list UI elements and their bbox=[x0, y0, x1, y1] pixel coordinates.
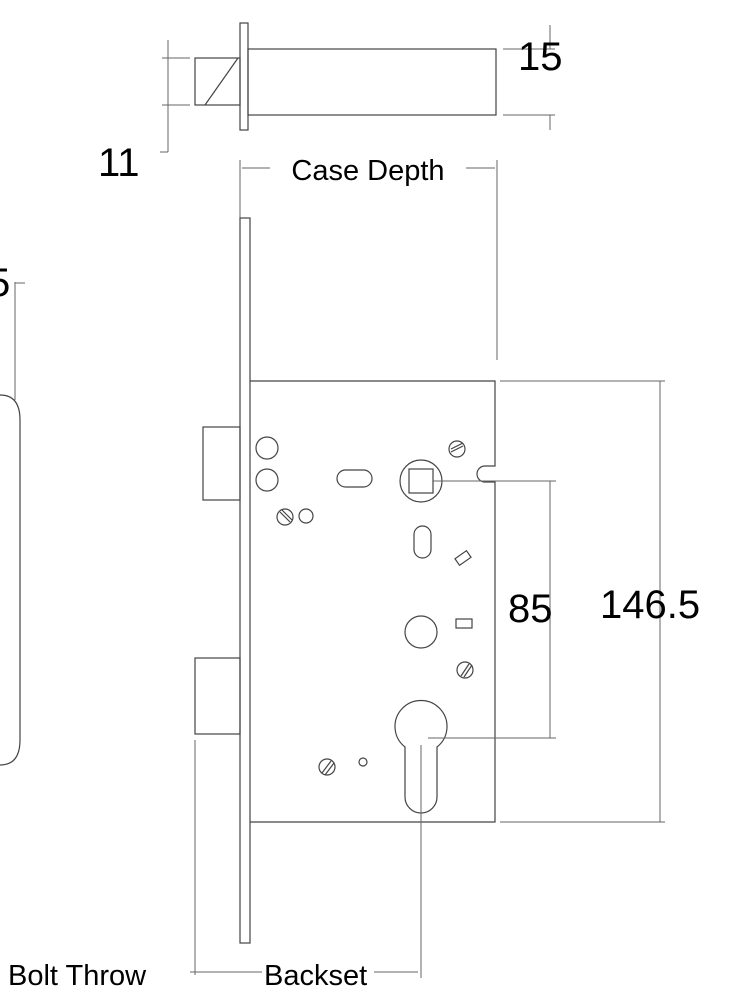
center-distance-label: 85 bbox=[508, 587, 553, 631]
cylinder-cutout bbox=[394, 699, 448, 814]
height-dimensions: 146.5 85 bbox=[428, 380, 700, 823]
left-partial-dimension-label: 5 bbox=[0, 261, 10, 305]
spindle-width-label: 15 bbox=[518, 35, 563, 79]
dead-bolt bbox=[194, 657, 241, 735]
lock-body bbox=[194, 217, 496, 944]
case-depth-dimension: Case Depth bbox=[239, 155, 498, 360]
bottom-dimensions: Bolt Throw Backset bbox=[8, 740, 422, 992]
backset-label: Backset bbox=[264, 960, 367, 992]
bolt-throw-label: Bolt Throw bbox=[8, 960, 147, 992]
case-height-label: 146.5 bbox=[600, 583, 700, 627]
spindle-view: 11 15 bbox=[98, 22, 563, 185]
left-partial-view: 5 bbox=[0, 261, 25, 766]
latch-bolt bbox=[202, 426, 241, 501]
spindle-height-label: 11 bbox=[98, 141, 140, 185]
case-depth-label: Case Depth bbox=[291, 155, 444, 187]
